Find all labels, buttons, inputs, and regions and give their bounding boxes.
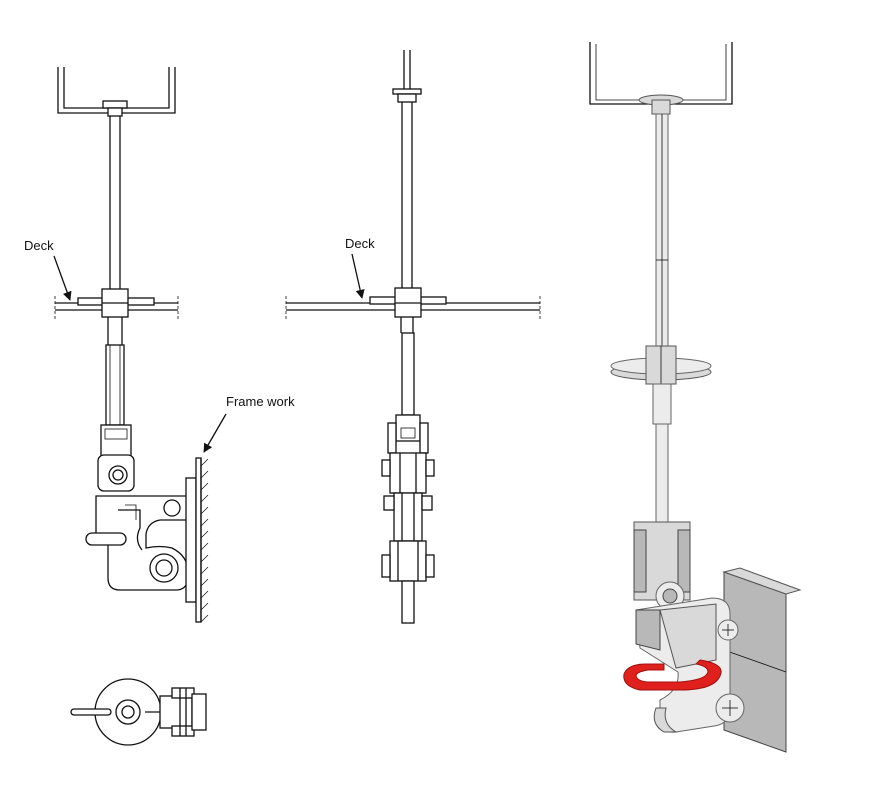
deck-label-center: Deck bbox=[345, 236, 375, 251]
isometric-render bbox=[589, 42, 802, 753]
frame-work-label: Frame work bbox=[226, 394, 295, 409]
shackle-highlight bbox=[623, 659, 722, 691]
framework-hatch bbox=[200, 458, 209, 623]
front-view: Deck bbox=[285, 50, 541, 624]
plan-view bbox=[70, 678, 207, 746]
deck-label-left: Deck bbox=[24, 238, 54, 253]
side-view: Deck Frame work bbox=[24, 67, 295, 623]
